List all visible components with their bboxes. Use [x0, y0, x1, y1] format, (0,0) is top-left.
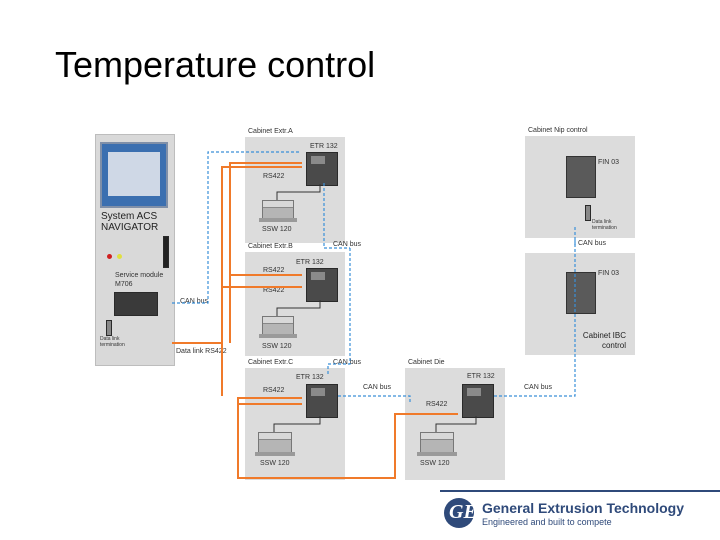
cabinet-nip-fin: FIN 03	[598, 159, 620, 166]
c-etr-to-ssw	[273, 416, 321, 432]
cabinet-b-can-bus: CAN bus	[333, 241, 362, 248]
navigator-screen	[100, 142, 168, 208]
cabinet-ibc-fin-device	[566, 272, 596, 314]
cabinet-die-rs422: RS422	[426, 401, 448, 408]
rs422-nav-to-a	[172, 166, 302, 344]
ssw-foot	[259, 218, 297, 222]
cabinet-die-ssw: SSW 120	[420, 460, 450, 467]
cabinet-die-etr-device	[462, 384, 494, 418]
cabinet-c-ssw: SSW 120	[260, 460, 290, 467]
cabinet-b-etr: ETR 132	[296, 259, 324, 266]
cabinet-die-ssw-device	[417, 432, 457, 456]
cabinet-a-ssw-device	[259, 200, 297, 222]
company-name: General Extrusion Technology	[482, 500, 685, 516]
ssw-top	[421, 433, 453, 440]
cabinet-nip-can-bus: CAN bus	[578, 240, 607, 247]
cabinet-a-etr: ETR 132	[310, 143, 338, 150]
cabinet-ibc-fin: FIN 03	[598, 270, 620, 277]
cabinet-nip-termination: Data link termination	[592, 219, 617, 231]
b-etr-to-ssw	[276, 300, 321, 316]
company-tagline: Engineered and built to compete	[482, 517, 612, 527]
cabinet-c-etr-device	[306, 384, 338, 418]
indicator-led	[117, 254, 122, 259]
nip-termination-plug-icon	[585, 205, 591, 221]
cabinet-ibc-title: Cabinet IBC control	[582, 331, 626, 350]
cabinet-a-ssw: SSW 120	[262, 226, 292, 233]
can-die-to-nip	[494, 240, 576, 397]
cabinet-c-can-bus-right: CAN bus	[363, 384, 392, 391]
cabinet-die-title: Cabinet Die	[408, 359, 445, 366]
ssw-top	[259, 433, 291, 440]
screen-display	[108, 152, 160, 196]
navigator-label: System ACS NAVIGATOR	[101, 211, 159, 233]
cabinet-b-ssw: SSW 120	[262, 343, 292, 350]
rs422-c-upper	[237, 397, 302, 404]
page-title: Temperature control	[55, 44, 376, 85]
logo-letters: GE	[449, 501, 477, 523]
rs422-lines	[172, 162, 458, 479]
cabinet-b-ssw-device	[259, 316, 297, 338]
cabinet-c-can-bus-top: CAN bus	[333, 359, 362, 366]
can-c-to-die	[338, 395, 411, 402]
device-window	[467, 388, 481, 396]
navigator-termination-label: Data link termination	[100, 336, 125, 348]
cabinet-die-etr: ETR 132	[467, 373, 495, 380]
can-bus-lines	[172, 151, 576, 402]
service-module-model: M706	[115, 281, 133, 288]
cabinet-c-ssw-device	[255, 432, 295, 456]
cabinet-nip-title: Cabinet Nip control	[528, 127, 588, 134]
cabinet-a-etr-device	[306, 152, 338, 186]
device-cables	[273, 184, 477, 432]
service-module-label: Service module	[115, 272, 164, 279]
device-window	[311, 388, 325, 396]
footer-rule	[440, 490, 720, 492]
service-module-device	[114, 292, 158, 316]
termination-plug-icon	[106, 320, 112, 336]
cabinet-die-can-bus: CAN bus	[524, 384, 553, 391]
cabinet-c-title: Cabinet Extr.C	[248, 359, 294, 366]
cabinet-b-rs422-2: RS422	[263, 287, 285, 294]
cabinet-a-rs422: RS422	[263, 173, 285, 180]
navigator-bar	[163, 236, 169, 268]
a-etr-to-ssw	[276, 184, 321, 200]
ssw-foot	[417, 452, 457, 456]
company-logo-icon: GE	[444, 498, 477, 528]
rs422-c-loop	[237, 404, 458, 479]
navigator-data-link-label: Data link RS422	[176, 348, 227, 355]
ssw-top	[263, 201, 293, 208]
cabinet-b-rs422-1: RS422	[263, 267, 285, 274]
cabinet-c-etr: ETR 132	[296, 374, 324, 381]
ssw-top	[263, 317, 293, 324]
rs422-a-inner	[229, 162, 302, 343]
ssw-foot	[255, 452, 295, 456]
cabinet-nip-fin-device	[566, 156, 596, 198]
can-a-to-b	[323, 183, 350, 249]
device-window	[311, 156, 325, 164]
cabinet-a-title: Cabinet Extr.A	[248, 128, 293, 135]
navigator-can-bus-label: CAN bus	[180, 298, 209, 305]
cabinet-b-title: Cabinet Extr.B	[248, 243, 293, 250]
cabinet-b-etr-device	[306, 268, 338, 302]
emergency-stop-icon	[107, 254, 112, 259]
cabinet-c-rs422: RS422	[263, 387, 285, 394]
die-etr-to-ssw	[435, 416, 477, 432]
ssw-foot	[259, 334, 297, 338]
can-nav-to-a	[172, 151, 300, 304]
device-window	[311, 272, 325, 280]
can-b-drop	[327, 248, 351, 374]
